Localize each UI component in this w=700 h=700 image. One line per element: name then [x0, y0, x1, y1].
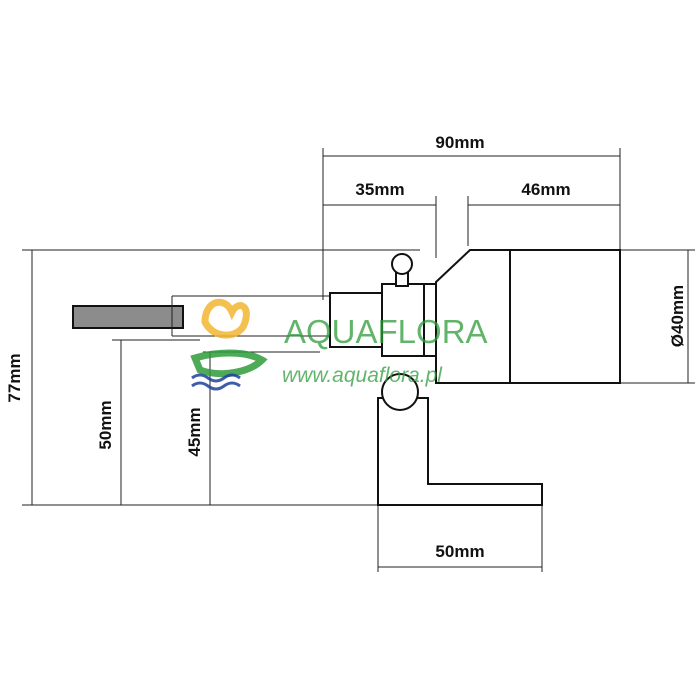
- dim-diameter: Ø40mm: [620, 249, 695, 384]
- dim-label-50-base: 50mm: [435, 542, 484, 561]
- dim-base-width: 50mm: [377, 505, 543, 572]
- leaf-green-icon: [190, 349, 268, 378]
- dim-label-77: 77mm: [5, 353, 24, 402]
- dim-total-height: 77mm: [5, 249, 420, 506]
- neck: [329, 292, 383, 348]
- dim-height-50: 50mm: [96, 339, 200, 505]
- dim-label-46: 46mm: [521, 180, 570, 199]
- head-cylinder: [509, 249, 621, 384]
- watermark: AQUAFLORA www.aquaflora.pl: [190, 298, 488, 391]
- wave-blue-icon: [191, 373, 241, 383]
- watermark-brand: AQUAFLORA: [284, 313, 488, 350]
- wave-blue-icon-2: [191, 381, 241, 391]
- dim-label-50-vertical: 50mm: [96, 400, 115, 449]
- dim-total-length: 90mm: [322, 133, 621, 300]
- dim-left-section: 35mm: [323, 180, 437, 258]
- dim-right-section: 46mm: [467, 180, 620, 246]
- leaf-yellow-icon: [201, 298, 250, 339]
- rod: [72, 305, 184, 329]
- dim-label-90: 90mm: [435, 133, 484, 152]
- watermark-url: www.aquaflora.pl: [282, 364, 443, 387]
- l-bracket: [377, 397, 543, 506]
- bracket-hole: [381, 373, 419, 411]
- dim-label-45-vertical: 45mm: [185, 407, 204, 456]
- dim-label-diameter: Ø40mm: [668, 285, 687, 347]
- knob: [391, 253, 413, 287]
- dim-label-35: 35mm: [355, 180, 404, 199]
